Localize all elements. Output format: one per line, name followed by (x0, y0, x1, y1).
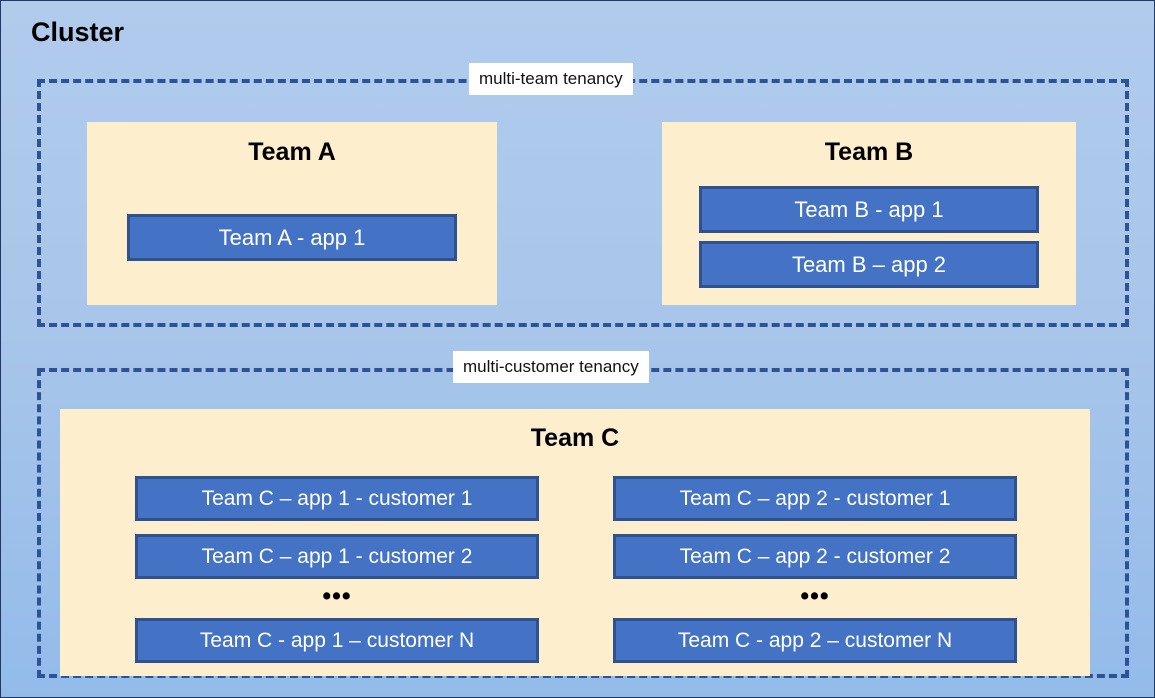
app-box-team-b-app-1[interactable]: Team B - app 1 (699, 186, 1039, 233)
app-box-team-a-app-1[interactable]: Team A - app 1 (127, 214, 457, 261)
team-box-team-c: Team C Team C – app 1 - customer 1 Team … (60, 409, 1090, 676)
app-column-team-c-app-2: Team C – app 2 - customer 1 Team C – app… (613, 476, 1017, 666)
team-c-title: Team C (530, 424, 620, 452)
app-box-team-c-app-1-customer-2[interactable]: Team C – app 1 - customer 2 (135, 534, 539, 579)
team-box-team-b: Team B Team B - app 1 Team B – app 2 (662, 122, 1076, 305)
ellipsis-team-c-app-2: ••• (800, 582, 830, 610)
zone-multi-team-tenancy: Team A Team A - app 1 Team B Team B - ap… (37, 79, 1129, 327)
app-box-team-c-app-1-customer-1[interactable]: Team C – app 1 - customer 1 (135, 476, 539, 521)
zone-label-multi-team-tenancy: multi-team tenancy (469, 63, 633, 95)
team-a-title: Team A (248, 138, 336, 166)
zone-label-multi-customer-tenancy: multi-customer tenancy (453, 351, 649, 383)
app-box-team-c-app-2-customer-1[interactable]: Team C – app 2 - customer 1 (613, 476, 1017, 521)
app-box-team-c-app-2-customer-2[interactable]: Team C – app 2 - customer 2 (613, 534, 1017, 579)
zone-multi-customer-tenancy: Team C Team C – app 1 - customer 1 Team … (37, 368, 1129, 678)
team-box-team-a: Team A Team A - app 1 (87, 122, 497, 305)
app-box-team-c-app-2-customer-n[interactable]: Team C - app 2 – customer N (613, 618, 1017, 663)
app-column-team-c-app-1: Team C – app 1 - customer 1 Team C – app… (135, 476, 539, 666)
team-b-title: Team B (824, 138, 914, 166)
page-title: Cluster (31, 17, 125, 47)
app-box-team-c-app-1-customer-n[interactable]: Team C - app 1 – customer N (135, 618, 539, 663)
app-box-team-b-app-2[interactable]: Team B – app 2 (699, 241, 1039, 288)
ellipsis-team-c-app-1: ••• (322, 582, 352, 610)
